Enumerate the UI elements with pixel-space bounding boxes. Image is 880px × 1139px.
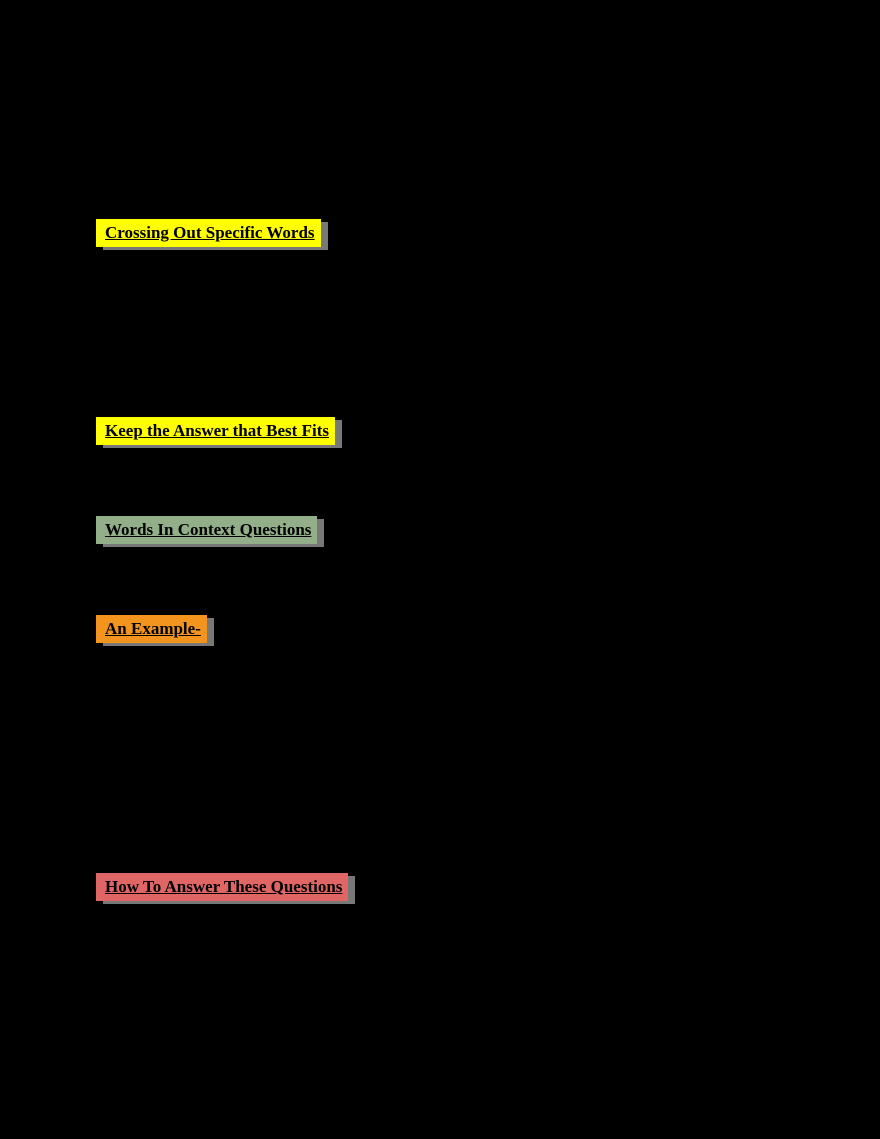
heading-keep-the-answer-that-best-fits: Keep the Answer that Best Fits [96, 417, 335, 445]
heading-crossing-out-specific-words: Crossing Out Specific Words [96, 219, 321, 247]
heading-words-in-context-questions: Words In Context Questions [96, 516, 318, 544]
heading-an-example: An Example- [96, 615, 207, 643]
heading-how-to-answer-these-questions: How To Answer These Questions [96, 873, 349, 901]
